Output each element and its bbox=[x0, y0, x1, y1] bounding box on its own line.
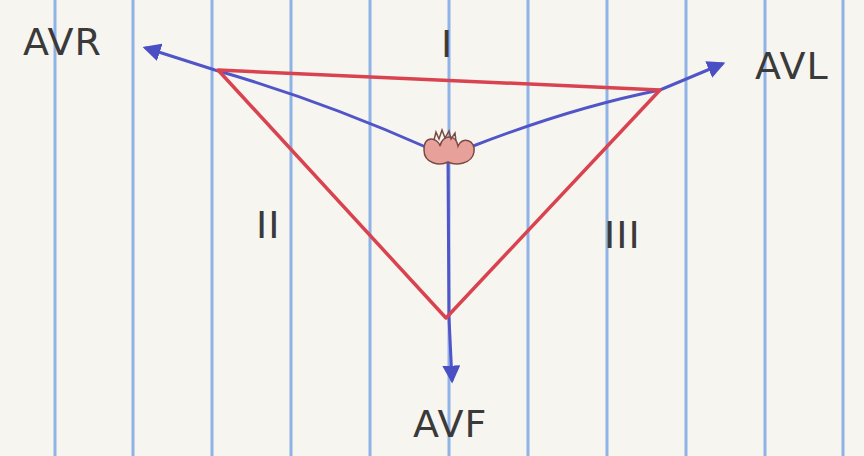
lead-label: II bbox=[256, 206, 280, 244]
lead-label: AVR bbox=[23, 23, 102, 61]
triangle bbox=[218, 70, 660, 318]
lead-axes bbox=[146, 48, 722, 380]
paper-lines bbox=[55, 0, 843, 456]
lead-label: AVL bbox=[755, 47, 829, 85]
heart-symbol bbox=[424, 130, 474, 164]
lead-label: III bbox=[604, 216, 641, 254]
lead-label: I bbox=[441, 25, 453, 63]
lead-label: AVF bbox=[413, 405, 487, 443]
